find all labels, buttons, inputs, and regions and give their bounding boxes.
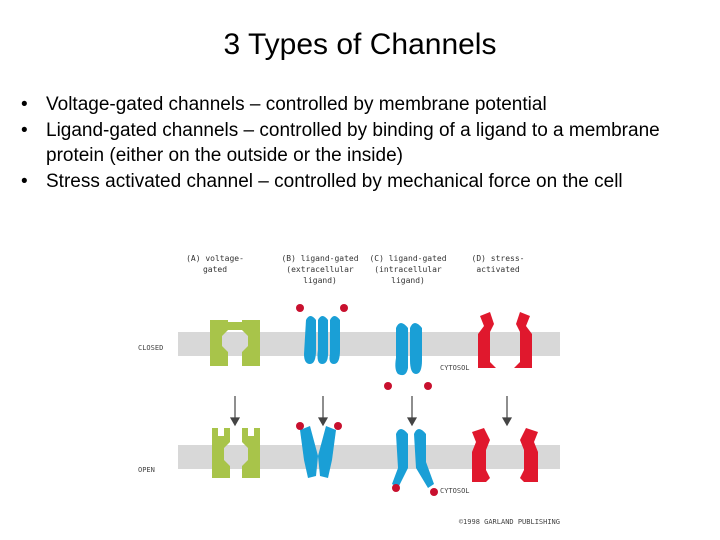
- label-closed: CLOSED: [138, 344, 163, 352]
- membrane-closed: [178, 332, 560, 356]
- bullet-text: Stress activated channel – controlled by…: [46, 171, 623, 192]
- caption-voltage-line1: (A) voltage-: [186, 254, 244, 263]
- caption-stress-line2: activated: [476, 265, 520, 274]
- extracellular-ligand-channel-open: [296, 422, 342, 478]
- channel-diagram: (A) voltage- gated (B) ligand-gated (ext…: [130, 250, 570, 530]
- bullet-glyph: •: [21, 171, 28, 192]
- bullet-glyph: •: [21, 120, 28, 141]
- membrane-open: [178, 445, 560, 469]
- bullet-text: Voltage-gated channels – controlled by m…: [46, 94, 547, 115]
- caption-voltage-line2: gated: [203, 265, 227, 274]
- slide-title: 3 Types of Channels: [223, 28, 497, 61]
- caption-intracellular-line2: (intracellular: [374, 265, 442, 274]
- stress-channel-open: [472, 428, 538, 482]
- caption-extracellular-line2: (extracellular: [286, 265, 354, 274]
- voltage-channel-closed: [210, 320, 260, 366]
- label-open: OPEN: [138, 466, 155, 474]
- caption-intracellular-line3: ligand): [391, 276, 425, 285]
- caption-extracellular-line1: (B) ligand-gated: [281, 254, 358, 263]
- extracellular-ligand-channel-closed: [296, 304, 348, 364]
- bullet-item: • Voltage-gated channels – controlled by …: [18, 92, 708, 117]
- voltage-channel-open: [212, 428, 260, 478]
- transition-arrows: [229, 396, 513, 427]
- bullet-item: • Stress activated channel – controlled b…: [18, 169, 708, 194]
- intracellular-ligand-channel-open: [392, 429, 438, 496]
- bullet-list: • Voltage-gated channels – controlled by …: [18, 92, 708, 195]
- bullet-item: • Ligand-gated channels – controlled by b…: [18, 118, 708, 168]
- label-cytosol-bottom: CYTOSOL: [440, 487, 470, 495]
- caption-stress-line1: (D) stress-: [472, 254, 525, 263]
- stress-channel-closed: [478, 312, 532, 368]
- caption-extracellular-line3: ligand): [303, 276, 337, 285]
- bullet-text: Ligand-gated channels – controlled by bi…: [46, 120, 660, 166]
- channel-diagram-svg: (A) voltage- gated (B) ligand-gated (ext…: [138, 254, 560, 526]
- caption-intracellular-line1: (C) ligand-gated: [369, 254, 446, 263]
- publisher-credit: ©1998 GARLAND PUBLISHING: [459, 518, 560, 526]
- label-cytosol-top: CYTOSOL: [440, 364, 470, 372]
- intracellular-ligand-channel-closed: [384, 323, 432, 390]
- bullet-glyph: •: [21, 94, 28, 115]
